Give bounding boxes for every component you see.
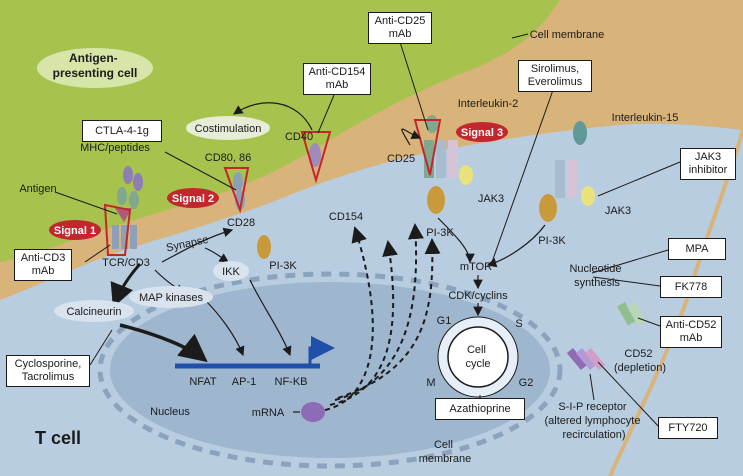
calcineurin-bubble: [54, 300, 134, 322]
svg-text:Signal 3: Signal 3: [461, 127, 503, 139]
apc-label-bubble: [37, 48, 153, 88]
cell-membrane-top-label: Cell membrane: [530, 29, 605, 41]
ikk-label: IKK: [222, 266, 240, 278]
s1p-label: S-I-P receptor (altered lymphocyte recir…: [544, 401, 643, 441]
costimulation-label: Costimulation: [195, 123, 262, 135]
antigen-label: Antigen: [19, 183, 56, 195]
signal-1-badge: Signal 1: [49, 220, 101, 240]
svg-text:Signal 2: Signal 2: [172, 193, 214, 205]
pi3k-a-shape: [257, 235, 271, 259]
mrna-dashed-arrows: [324, 223, 441, 411]
calcineurin-label: Calcineurin: [66, 306, 121, 318]
cell-membrane-bottom-label: Cell membrane: [419, 439, 472, 465]
anti-cd154-box: Anti-CD154 mAb: [303, 63, 371, 95]
anti-cd154-bracket: [300, 131, 332, 184]
mpa-box: MPA: [668, 238, 726, 260]
pi3k-a-label: PI-3K: [269, 260, 297, 272]
map-label: MAP kinases: [139, 292, 203, 304]
pi3k-b-label: PI-3K: [426, 227, 454, 239]
nuclear-envelope: [97, 271, 563, 469]
tcr-label: TCR/CD3: [102, 257, 150, 269]
apc-label: Antigen- presenting cell: [53, 51, 138, 80]
g2-label: G2: [519, 377, 534, 389]
anti-cd25-bracket: [413, 119, 442, 176]
il2-label: Interleukin-2: [458, 98, 519, 110]
sirolimus-box: Sirolimus, Everolimus: [518, 60, 592, 92]
map-bubble: [129, 286, 213, 308]
ctla4-box: CTLA-4-1g: [82, 120, 162, 142]
cell-membrane-top-pointer: [511, 33, 529, 39]
g1-label: G1: [437, 315, 452, 327]
fty720-box: FTY720: [658, 417, 718, 439]
mrna-blob: [301, 402, 325, 422]
pi3k-c-label: PI-3K: [538, 235, 566, 247]
jak3-inhibitor-box: JAK3 inhibitor: [680, 148, 736, 180]
cell-cycle-ring: [447, 326, 509, 388]
fk778-box: FK778: [660, 276, 722, 298]
cd154-label: CD154: [329, 211, 363, 223]
il15-receptor: [539, 121, 595, 222]
cd25-label: CD25: [387, 153, 415, 165]
cyclosporine-box: Cyclosporine, Tacrolimus: [6, 355, 90, 387]
svg-text:Signal 1: Signal 1: [54, 225, 96, 237]
antigen-pointer: [54, 191, 118, 215]
anti-cd3-box: Anti-CD3 mAb: [14, 249, 72, 281]
costimulation-bubble: [186, 116, 270, 140]
azathioprine-box: Azathioprine: [435, 398, 525, 420]
jak3-a-label: JAK3: [478, 193, 504, 205]
nucleus-label: Nucleus: [150, 406, 190, 418]
cd80-label: CD80, 86: [205, 152, 251, 164]
cd25-receptor: [424, 115, 473, 214]
anti-cd52-box: Anti-CD52 mAb: [660, 316, 722, 348]
cd40-receptor: [309, 143, 321, 167]
anti-cd25-box: Anti-CD25 mAb: [368, 12, 432, 44]
cdk-label: CDK/cyclins: [448, 290, 508, 302]
signal-3-badge: Signal 3: [456, 122, 508, 142]
cd40-label: CD40: [285, 131, 313, 143]
tcell-label: T cell: [35, 428, 81, 448]
mtor-label: mTOR: [460, 261, 492, 273]
callout-pointers: [84, 41, 681, 429]
nucleotide-label: Nucleotide synthesis: [569, 263, 624, 289]
transcription-arrow: [308, 336, 335, 366]
signal-2-badge: Signal 2: [167, 188, 219, 208]
m-label: M: [426, 377, 435, 389]
mrna-label: mRNA: [252, 407, 285, 419]
ikk-bubble: [213, 261, 249, 281]
mhc-tcr-complex: [112, 166, 143, 249]
anti-cd3-bracket: [103, 203, 132, 256]
mhc-label: MHC/peptides: [80, 142, 150, 154]
s-label: S: [515, 318, 522, 330]
ap1-label: AP-1: [232, 376, 256, 388]
cd28-label: CD28: [227, 217, 255, 229]
nfkb-label: NF-KB: [275, 376, 308, 388]
il15-label: Interleukin-15: [612, 112, 679, 124]
ctla4-bracket: [223, 167, 250, 214]
nfat-label: NFAT: [189, 376, 217, 388]
cell-cycle-label: Cell cycle: [465, 344, 490, 370]
cd52-label: CD52 (depletion): [614, 348, 666, 374]
jak3-b-label: JAK3: [605, 205, 631, 217]
signal-arrows: [110, 102, 546, 413]
